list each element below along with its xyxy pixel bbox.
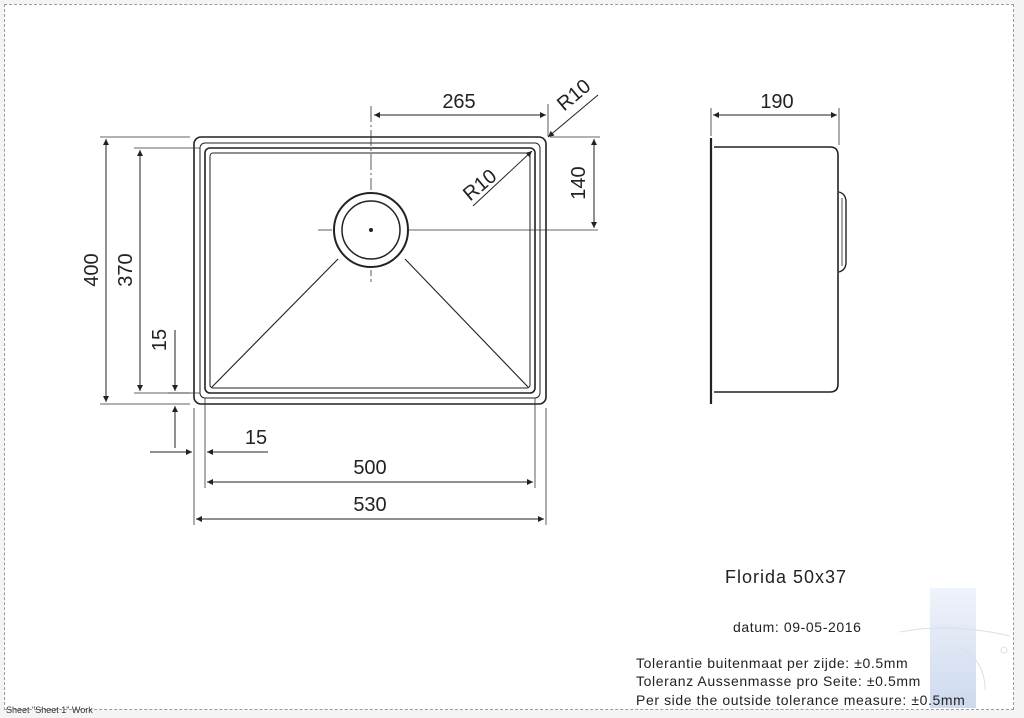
sink-rim-inner-line bbox=[199, 142, 541, 399]
drawing-sheet bbox=[4, 4, 1014, 710]
sink-top-view bbox=[193, 136, 547, 405]
radius-text-inner: R10 bbox=[459, 165, 501, 205]
radius-leader-inner bbox=[472, 150, 533, 207]
drawing-date: datum: 09-05-2016 bbox=[733, 619, 862, 635]
drain-slope-right bbox=[404, 258, 529, 388]
drain-inner-ring bbox=[341, 200, 401, 260]
dim-text-370: 370 bbox=[115, 253, 137, 286]
tolerance-english: Per side the outside tolerance measure: … bbox=[636, 692, 965, 708]
sheet-label: Sheet "Sheet 1" Work bbox=[6, 705, 93, 715]
dim-text-265: 265 bbox=[442, 91, 475, 113]
tolerance-german: Toleranz Aussenmasse pro Seite: ±0.5mm bbox=[636, 673, 921, 689]
drain-slope-left bbox=[211, 258, 339, 388]
side-extension-lines bbox=[710, 108, 840, 145]
center-lines bbox=[318, 106, 598, 282]
dim-text-500: 500 bbox=[353, 457, 386, 479]
reginox-logo-watermark bbox=[899, 588, 1011, 708]
drain-center bbox=[369, 228, 373, 232]
dim-text-140: 140 bbox=[568, 166, 590, 199]
dim-text-400: 400 bbox=[81, 253, 103, 286]
dimension-lines bbox=[103, 94, 599, 522]
side-bowl-outline bbox=[714, 146, 839, 393]
sink-outer-rim bbox=[193, 136, 547, 405]
radius-text-outer: R10 bbox=[553, 75, 595, 115]
tolerance-dutch: Tolerantie buitenmaat per zijde: ±0.5mm bbox=[636, 655, 908, 671]
sink-bowl-floor-edge bbox=[209, 152, 531, 389]
dim-text-15-vertical: 15 bbox=[149, 329, 171, 351]
dim-text-530: 530 bbox=[353, 494, 386, 516]
dim-text-190: 190 bbox=[760, 91, 793, 113]
extension-lines bbox=[100, 104, 600, 525]
sink-bowl bbox=[204, 147, 536, 394]
radius-leader-outer bbox=[547, 94, 599, 138]
title-block: Florida 50x37 datum: 09-05-2016 Tolerant… bbox=[636, 567, 965, 708]
product-title: Florida 50x37 bbox=[725, 567, 847, 587]
dim-text-15-horizontal: 15 bbox=[245, 427, 267, 449]
side-drain-outlet bbox=[838, 191, 847, 273]
sink-side-view bbox=[709, 138, 847, 404]
